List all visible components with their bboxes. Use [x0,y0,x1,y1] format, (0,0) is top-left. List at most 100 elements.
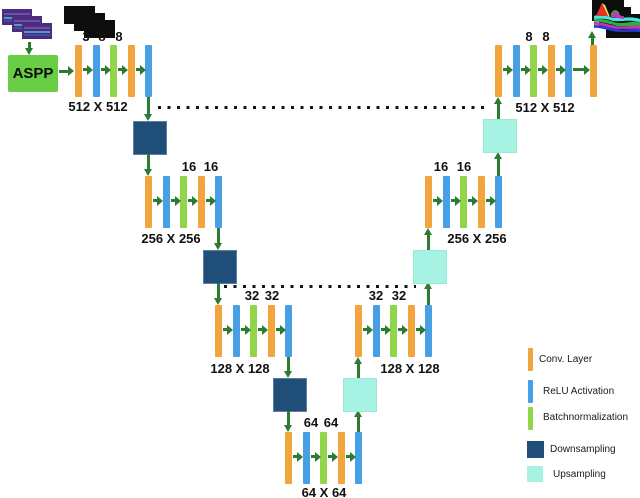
channel-count-label: 16 [203,159,219,174]
flow-arrow-right [328,451,338,462]
flow-arrow-up [354,357,362,378]
conv-layer-bar [285,432,292,484]
conv-layer-bar [267,305,275,357]
flow-arrow-right [555,64,566,75]
flow-arrow-right [205,195,216,206]
conv-layer-bar [477,176,485,228]
encoder-block-1 [75,45,179,97]
batchnorm-bar [320,432,327,484]
relu-activation-bar [92,45,100,97]
flow-arrow-right [520,64,531,75]
upsample-block [482,119,517,153]
relu-activation-bar [355,432,362,484]
conv-layer-bar [547,45,555,97]
channel-count-label: 64 [303,415,319,430]
legend-downsampling-label: Downsampling [550,444,616,455]
flow-arrow-right [223,324,233,335]
flow-arrow-down [284,357,292,378]
flow-arrow-up [354,410,362,432]
conv-layer-bar [407,305,415,357]
conv-layer-bar [337,432,345,484]
flow-arrow-right [310,451,321,462]
batchnorm-bar [180,176,187,228]
conv-layer-bar [590,45,597,97]
feature-size-label: 128 X 128 [210,361,270,376]
flow-arrow-right [380,324,391,335]
decoder-block-2 [425,176,529,228]
channel-count-label: 32 [368,288,384,303]
flow-arrow-up [494,152,502,176]
flow-arrow-down [214,228,222,250]
relu-activation-bar [512,45,520,97]
channel-count-label: 16 [181,159,197,174]
legend-upsampling-label: Upsampling [553,469,606,480]
feature-size-label: 512 X 512 [515,100,575,115]
conv-layer-bar [75,45,82,97]
channel-count-label: 64 [323,415,339,430]
output-arrow-up [588,31,596,45]
batchnorm-bar [530,45,537,97]
relu-activation-bar [495,176,502,228]
feature-size-label: 256 X 256 [141,231,201,246]
batchnorm-bar [250,305,257,357]
flow-arrow-right [450,195,461,206]
batchnorm-bar [460,176,467,228]
relu-activation-bar [425,305,432,357]
downsample-block [272,378,307,412]
input-seismic-images [2,9,52,39]
decoder-block-1 [495,45,605,97]
encoder-block-3 [215,305,319,357]
skip-connection-dotted-line [158,106,489,109]
conv-layer-bar [425,176,432,228]
decoder-block-3 [355,305,459,357]
flow-arrow-right [485,195,496,206]
channel-count-label: 32 [391,288,407,303]
aspp-to-encoder-arrow [59,66,74,76]
channel-count-label: 32 [264,288,280,303]
flow-arrow-right [433,195,443,206]
relu-activation-bar [145,45,152,97]
flow-arrow-right [118,64,128,75]
upsample-block [412,250,447,284]
downsample-block [202,250,237,284]
flow-arrow-down [144,154,152,176]
flow-arrow-right [345,451,356,462]
aspp-label: ASPP [12,65,54,82]
flow-arrow-right [293,451,303,462]
flow-arrow-down [214,283,222,305]
flow-arrow-up [494,97,502,119]
relu-activation-bar [372,305,380,357]
encoder-block-2 [145,176,249,228]
skip-connection-dotted-line [224,285,416,288]
conv-layer-bar [197,176,205,228]
flow-arrow-right [258,324,268,335]
channel-count-label: 8 [525,29,533,44]
input-mask-images [64,6,115,38]
feature-size-label: 64 X 64 [301,485,347,498]
upsample-block [342,378,377,412]
legend-relu-label: ReLU Activation [543,386,615,397]
channel-count-label: 16 [433,159,449,174]
flow-arrow-right [153,195,163,206]
legend-relu-swatch [528,380,533,403]
batchnorm-bar [390,305,397,357]
flow-arrow-right [240,324,251,335]
flow-arrow-right [415,324,426,335]
flow-arrow-right [573,64,590,75]
flow-arrow-up [424,228,432,250]
legend-upsampling-swatch [527,466,543,482]
flow-arrow-right [170,195,181,206]
input-to-aspp-arrow [25,42,33,55]
legend-downsampling-swatch [527,441,544,458]
flow-arrow-right [398,324,408,335]
flow-arrow-right [363,324,373,335]
downsample-block [132,121,167,155]
feature-size-label: 256 X 256 [447,231,507,246]
relu-activation-bar [285,305,292,357]
legend-conv-label: Conv. Layer [539,354,593,365]
channel-count-label: 8 [542,29,550,44]
flow-arrow-right [275,324,286,335]
conv-layer-bar [355,305,362,357]
bottleneck-block [285,432,389,484]
